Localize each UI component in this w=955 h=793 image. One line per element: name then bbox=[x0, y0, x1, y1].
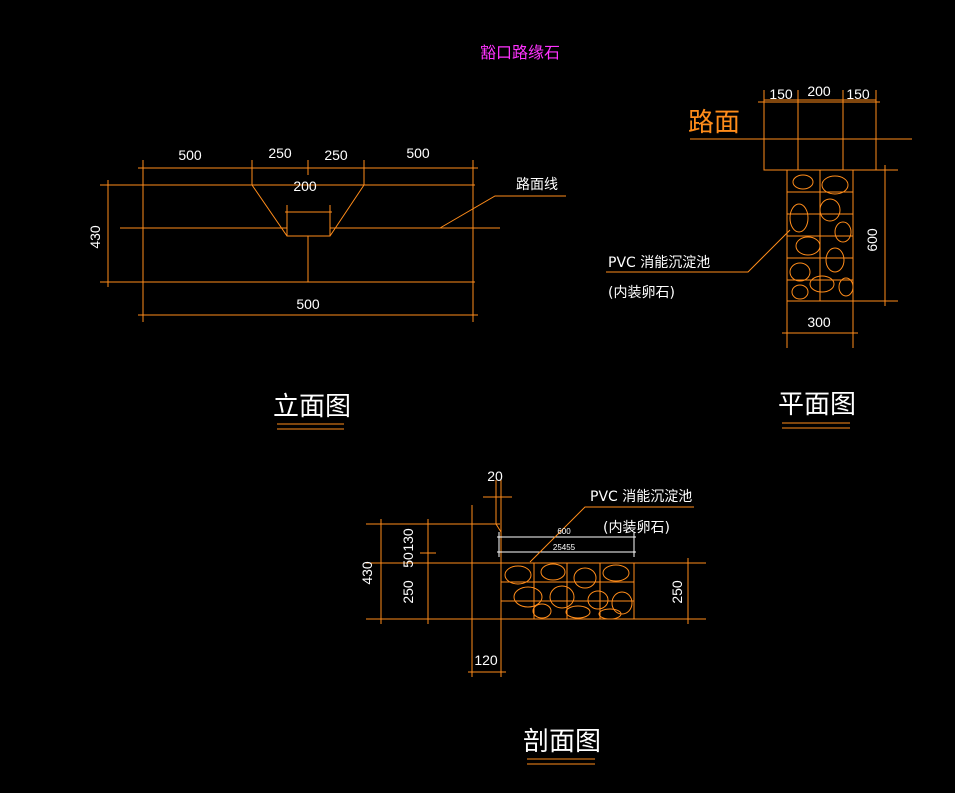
dim-130-left: 130 bbox=[400, 528, 416, 552]
elevation-title: 立面图 bbox=[273, 392, 351, 422]
dim-430-height: 430 bbox=[87, 225, 103, 249]
section-title: 剖面图 bbox=[523, 727, 601, 757]
plan-note-line2: (内装卵石) bbox=[608, 285, 675, 301]
section-note-line2: (内装卵石) bbox=[603, 520, 670, 536]
plan-title: 平面图 bbox=[778, 390, 856, 420]
road-line-leader bbox=[439, 195, 566, 229]
dim-430-left: 430 bbox=[359, 561, 375, 585]
road-line-label: 路面线 bbox=[516, 177, 558, 193]
drawing-heading: 豁口路缘石 bbox=[480, 43, 560, 62]
dim-500-right: 500 bbox=[406, 145, 430, 161]
dim-250-right: 250 bbox=[669, 580, 685, 604]
dim-250-right: 250 bbox=[324, 147, 348, 163]
plan-note-leader bbox=[606, 229, 791, 273]
dim-50-left: 50 bbox=[400, 552, 416, 568]
elevation-view: 500 250 250 500 200 500 430 路面线 立面图 bbox=[87, 145, 566, 430]
dim-300-bottom: 300 bbox=[807, 314, 831, 330]
dim-150-right: 150 bbox=[846, 86, 870, 102]
road-box bbox=[763, 99, 877, 171]
dim-150-left: 150 bbox=[769, 86, 793, 102]
dim-250-left: 250 bbox=[268, 145, 292, 161]
plan-view: 路面 150 200 150 600 300 PVC 消能沉淀池 (内装卵石) … bbox=[606, 83, 912, 429]
dim-200-notch: 200 bbox=[293, 178, 317, 194]
dim-25455-small: 25455 bbox=[553, 543, 576, 552]
dim-600-small: 600 bbox=[557, 527, 571, 536]
section-note-line1: PVC 消能沉淀池 bbox=[590, 489, 692, 505]
dim-250-left: 250 bbox=[400, 580, 416, 604]
pebbles-section bbox=[504, 563, 633, 620]
road-label: 路面 bbox=[688, 108, 740, 138]
section-note-leader bbox=[529, 506, 694, 563]
dim-20-top: 20 bbox=[487, 468, 503, 484]
dim-600-right: 600 bbox=[864, 228, 880, 252]
section-view: 20 PVC 消能沉淀池 (内装卵石) 600 25455 130 50 250… bbox=[359, 468, 706, 765]
pebbles-plan bbox=[789, 174, 854, 300]
dim-120-bottom: 120 bbox=[474, 652, 498, 668]
dim-200-center: 200 bbox=[807, 83, 831, 99]
dim-500-bottom: 500 bbox=[296, 296, 320, 312]
plan-note-line1: PVC 消能沉淀池 bbox=[608, 255, 710, 271]
dim-500-left: 500 bbox=[178, 147, 202, 163]
